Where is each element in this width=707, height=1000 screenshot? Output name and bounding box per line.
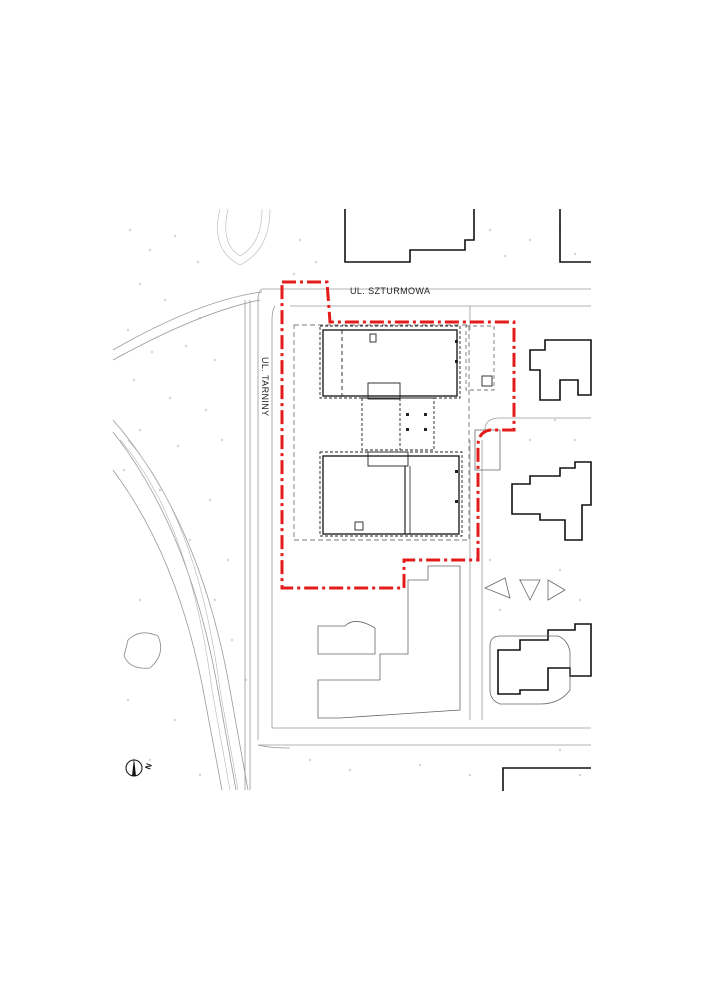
street-label-north: UL. SZTURMOWA xyxy=(350,286,430,296)
existing-buildings xyxy=(344,209,592,791)
street-label-west: UL. TARNINY xyxy=(260,357,270,417)
context-buildings xyxy=(317,429,571,719)
roundabout-shape xyxy=(123,632,162,669)
hatched-path xyxy=(119,208,271,791)
north-arrow-pointer xyxy=(132,758,136,776)
site-boundary xyxy=(280,280,516,590)
proposed-buildings xyxy=(293,324,495,541)
north-label: N xyxy=(143,762,154,771)
north-arrow: N xyxy=(125,758,154,777)
